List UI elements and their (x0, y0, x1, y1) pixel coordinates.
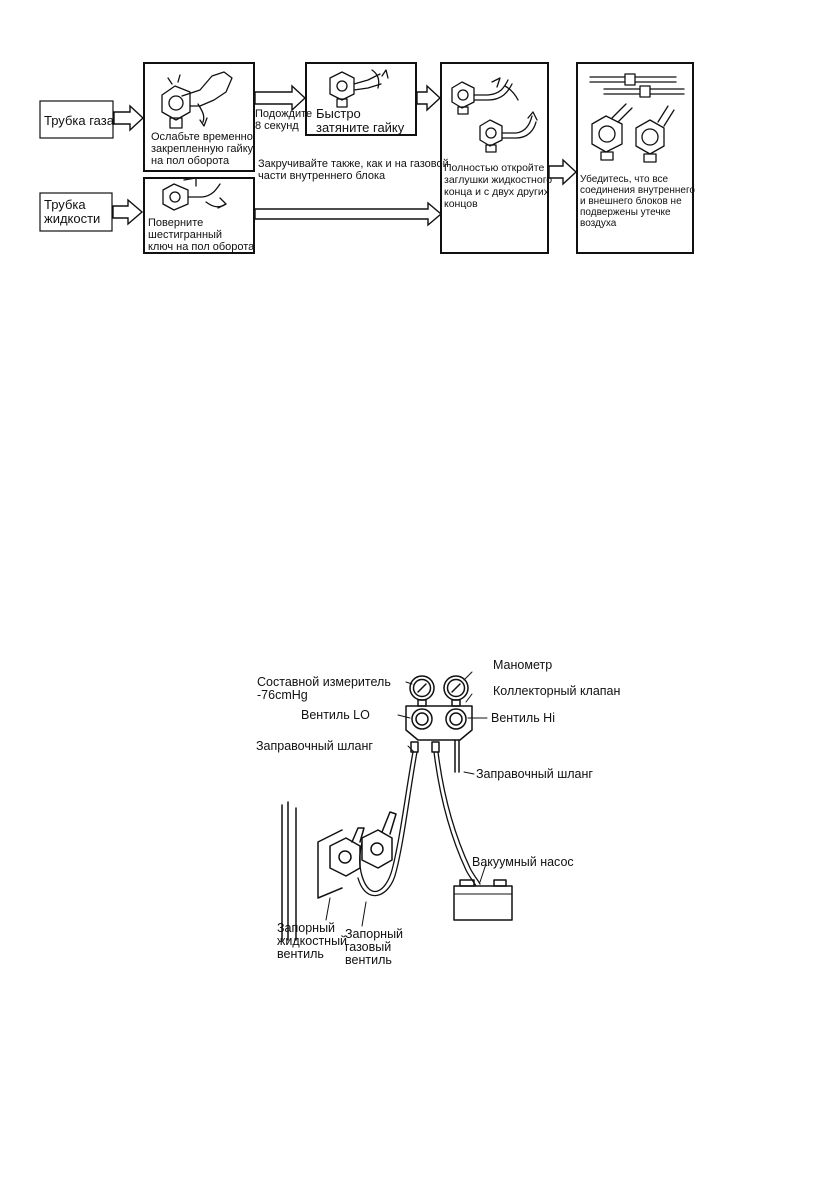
pressure-gauge-label: Манометр (493, 658, 553, 672)
arrow-tighten-to-open (416, 84, 442, 112)
loosen-nut-text: Ослабьте временно закрепленную гайку на … (151, 131, 254, 167)
outdoor-unit-wall (281, 801, 343, 941)
manifold-valve-label: Коллекторный клапан (493, 684, 621, 698)
compound-gauge-icon (409, 675, 435, 707)
liquid-stop-valve-label: Запорный жидкостный вентиль (277, 921, 348, 961)
charging-hose-center (433, 751, 477, 887)
charging-hose-left-label: Заправочный шланг (256, 739, 373, 753)
gas-pipe-label: Трубка газа (44, 113, 114, 128)
compound-gauge-label: Составной измеритель -76cmHg (257, 675, 391, 702)
connected-pipes-illustration (589, 73, 685, 163)
loosen-nut-box (143, 62, 255, 172)
lo-hose-fitting (410, 741, 419, 753)
manifold-body (405, 705, 473, 741)
valve-hi-label: Вентиль Hi (491, 711, 555, 725)
valve-lo-label: Вентиль LO (301, 708, 370, 722)
liquid-stop-valve-icon (329, 827, 365, 877)
open-valves-illustration (451, 77, 538, 153)
liquid-pipe-box (39, 192, 113, 232)
arrow-hexkey-to-open (254, 201, 443, 227)
liquid-pipe-label: Трубка жидкости (44, 197, 101, 226)
hex-key-text: Поверните шестигранный ключ на пол оборо… (148, 217, 255, 253)
vacuum-pump-icon (453, 879, 513, 921)
hex-key-illustration (162, 177, 227, 211)
open-caps-box (440, 62, 549, 254)
center-hose-fitting (431, 741, 440, 753)
tighten-nut-box (305, 62, 417, 136)
arrow-liquid-to-hexkey (112, 198, 144, 226)
charging-hose-right-label: Заправочный шланг (476, 767, 593, 781)
arrow-gas-to-loosen (113, 104, 145, 132)
check-leaks-box (576, 62, 694, 254)
open-caps-text: Полностью откройте заглушки жидкостного … (444, 162, 553, 210)
charging-hose-left-outer (357, 751, 418, 897)
valve-wrench-illustration (329, 69, 389, 108)
valve-hand-illustration (161, 71, 233, 129)
gas-pipe-box (39, 100, 114, 139)
hex-key-box (143, 177, 255, 254)
vacuum-pump-label: Вакуумный насос (472, 855, 574, 869)
pressure-gauge-icon (443, 675, 469, 707)
gas-stop-valve-icon (361, 811, 397, 869)
wait-8-seconds-text: Подождите 8 секунд (255, 108, 313, 132)
arrow-loosen-to-tighten (254, 84, 307, 112)
check-leaks-text: Убедитесь, что все соединения внутреннег… (580, 174, 695, 229)
charging-hose-center-outer (437, 751, 481, 885)
same-as-gas-side-text: Закручивайте также, как и на газовой час… (258, 158, 449, 182)
gas-stop-valve-label: Запорный газовый вентиль (345, 927, 404, 967)
hi-port (454, 739, 460, 773)
tighten-nut-text: Быстро затяните гайку (316, 106, 405, 135)
arrow-open-to-check (548, 158, 578, 186)
